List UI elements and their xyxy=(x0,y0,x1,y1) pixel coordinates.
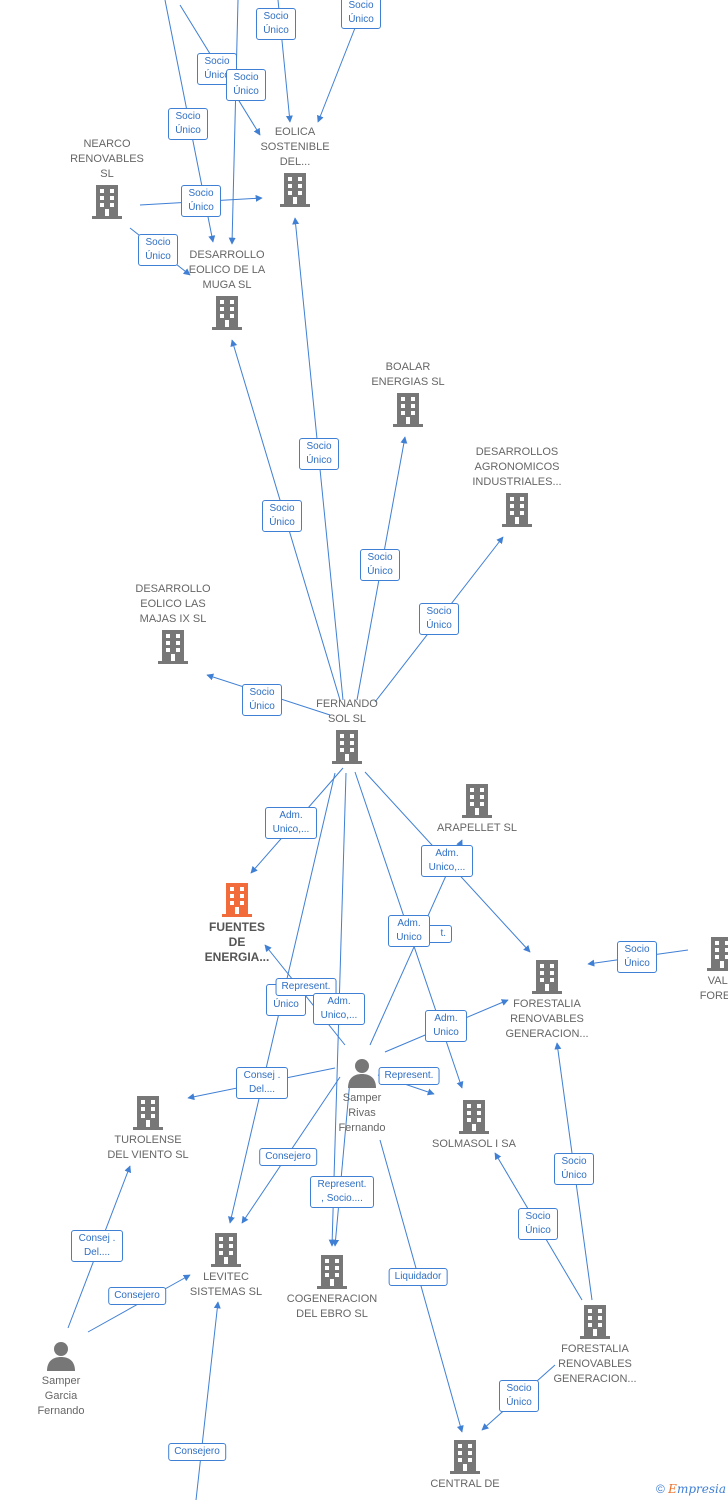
edge-label-adm-unico[interactable]: Adm. Unico,... xyxy=(421,845,473,877)
node-label: CENTRAL DE BIOMASA... xyxy=(430,1478,500,1494)
edge-label-socio-unico[interactable]: Socio Único xyxy=(181,185,221,217)
node-label: DESARROLLOS AGRONOMICOS INDUSTRIALES... xyxy=(472,446,562,488)
node-label: EOLICA SOSTENIBLE DEL... xyxy=(260,126,330,168)
edge-label-socio-unico[interactable]: Socio Único xyxy=(299,438,339,470)
edge-label-socio-unico[interactable]: Socio Único xyxy=(226,69,266,101)
node-label: BOALAR ENERGIAS SL xyxy=(371,361,445,388)
node-samper-rivas[interactable]: Samper Rivas Fernando xyxy=(287,1058,437,1136)
node-boalar[interactable]: BOALAR ENERGIAS SL xyxy=(333,360,483,427)
node-forestalia-1[interactable]: FORESTALIA RENOVABLES GENERACION... xyxy=(472,960,622,1042)
node-arapellet[interactable]: ARAPELLET SL xyxy=(402,784,552,836)
node-label: FUENTES DE ENERGIA... xyxy=(204,920,270,964)
building-icon xyxy=(92,185,122,219)
node-label: FORESTALIA RENOVABLES GENERACION... xyxy=(553,1343,637,1385)
node-forestalia-2[interactable]: FORESTALIA RENOVABLES GENERACION... xyxy=(520,1305,670,1387)
node-desarrollo-muga[interactable]: DESARROLLO EOLICO DE LA MUGA SL xyxy=(152,248,302,330)
node-label: VALO FOREST xyxy=(699,975,728,1002)
node-valo[interactable]: VALO FOREST xyxy=(692,937,728,1004)
node-label: ARAPELLET SL xyxy=(437,822,517,834)
building-icon xyxy=(707,937,728,971)
edge-label-socio-unico[interactable]: Socio Único xyxy=(242,684,282,716)
edge-label-consej-del[interactable]: Consej . Del.... xyxy=(236,1067,288,1099)
edge-label-socio-unico[interactable]: Socio Único xyxy=(499,1380,539,1412)
building-icon xyxy=(393,393,423,427)
edge-label-consejero[interactable]: Consejero xyxy=(259,1148,317,1166)
node-solmasol[interactable]: SOLMASOL I SA xyxy=(399,1100,549,1152)
building-icon xyxy=(459,1100,489,1134)
node-central-biomasa[interactable]: CENTRAL DE BIOMASA... xyxy=(390,1440,540,1494)
edge-label-adm-unico[interactable]: Adm. Unico,... xyxy=(265,807,317,839)
building-icon xyxy=(462,784,492,818)
edge-label-socio-unico[interactable]: Socio Único xyxy=(360,549,400,581)
node-desarrollo-majas[interactable]: DESARROLLO EOLICO LAS MAJAS IX SL xyxy=(98,582,248,664)
building-icon xyxy=(580,1305,610,1339)
node-cogeneracion[interactable]: COGENERACION DEL EBRO SL xyxy=(257,1255,407,1322)
edge-label-socio-unico[interactable]: Socio Único xyxy=(518,1208,558,1240)
building-icon xyxy=(133,1096,163,1130)
brand-name: mpresia xyxy=(676,1482,726,1496)
node-fernando-sol[interactable]: FERNANDO SOL SL xyxy=(272,697,422,764)
edge-label-socio-unico[interactable]: Socio Único xyxy=(262,500,302,532)
building-icon xyxy=(332,730,362,764)
edge-label-represent[interactable]: Represent. xyxy=(378,1067,440,1085)
edge-label-socio-unico[interactable]: Socio Único xyxy=(617,941,657,973)
node-label: NEARCO RENOVABLES SL xyxy=(70,138,144,180)
node-label: FERNANDO SOL SL xyxy=(316,698,378,725)
edge-line-4 xyxy=(317,27,356,123)
node-label: Samper Rivas Fernando xyxy=(338,1092,386,1134)
building-icon xyxy=(502,493,532,527)
edge-label-represent-socio[interactable]: Represent. , Socio.... xyxy=(310,1176,374,1208)
node-desarrollos-agronomicos[interactable]: DESARROLLOS AGRONOMICOS INDUSTRIALES... xyxy=(442,445,592,527)
node-label: FORESTALIA RENOVABLES GENERACION... xyxy=(505,998,589,1040)
brand-initial: E xyxy=(668,1482,677,1496)
edge-label-adm-unico[interactable]: Adm. Unico xyxy=(425,1010,467,1042)
building-icon xyxy=(532,960,562,994)
node-label: LEVITEC SISTEMAS SL xyxy=(189,1271,263,1298)
node-fuentes-energia[interactable]: FUENTES DE ENERGIA... xyxy=(162,883,312,965)
building-icon xyxy=(158,630,188,664)
building-icon xyxy=(317,1255,347,1289)
edge-label-socio-unico[interactable]: Socio Único xyxy=(168,108,208,140)
node-label: COGENERACION DEL EBRO SL xyxy=(286,1293,378,1320)
edge-label-socio-unico[interactable]: Socio Único xyxy=(256,8,296,40)
edge-label-consejero[interactable]: Consejero xyxy=(168,1443,226,1461)
node-eolica-sostenible[interactable]: EOLICA SOSTENIBLE DEL... xyxy=(220,125,370,207)
edge-label-consejero[interactable]: Consejero xyxy=(108,1287,166,1305)
node-turolense[interactable]: TUROLENSE DEL VIENTO SL xyxy=(73,1096,223,1163)
copyright-symbol: © xyxy=(655,1482,665,1496)
edge-line-23 xyxy=(379,1139,464,1433)
edge-label-adm-unico[interactable]: Adm. Unico xyxy=(388,915,430,947)
node-samper-garcia[interactable]: Samper Garcia Fernando xyxy=(0,1341,136,1419)
node-label: DESARROLLO EOLICO DE LA MUGA SL xyxy=(188,249,266,291)
edge-line-22 xyxy=(332,1079,351,1247)
person-icon xyxy=(348,1059,376,1088)
node-label: DESARROLLO EOLICO LAS MAJAS IX SL xyxy=(135,583,211,625)
edge-line-2 xyxy=(228,0,239,245)
building-icon xyxy=(450,1440,480,1474)
copyright-mark: © Empresia xyxy=(656,1482,726,1496)
node-nearco[interactable]: NEARCO RENOVABLES SL xyxy=(32,137,182,219)
edge-label-socio-unico[interactable]: Socio Único xyxy=(138,234,178,266)
edge-label-liquidador[interactable]: Liquidador xyxy=(388,1268,448,1286)
building-icon xyxy=(211,1233,241,1267)
building-icon xyxy=(212,296,242,330)
edge-label-socio-unico[interactable]: Socio Único xyxy=(341,0,381,29)
person-icon xyxy=(47,1342,75,1371)
edge-label-adm-unico[interactable]: Adm. Unico,... xyxy=(313,993,365,1025)
edge-label-represent[interactable]: Represent. xyxy=(275,978,337,996)
edge-label-consej-del[interactable]: Consej . Del.... xyxy=(71,1230,123,1262)
edge-line-31 xyxy=(195,1301,221,1500)
edge-label-socio-unico[interactable]: Socio Único xyxy=(554,1153,594,1185)
node-levitec[interactable]: LEVITEC SISTEMAS SL xyxy=(151,1233,301,1300)
building-icon xyxy=(280,173,310,207)
node-label: SOLMASOL I SA xyxy=(432,1138,516,1150)
building-icon-highlighted xyxy=(222,883,252,917)
node-label: Samper Garcia Fernando xyxy=(37,1375,85,1417)
node-label: TUROLENSE DEL VIENTO SL xyxy=(107,1134,189,1161)
edge-label-socio-unico[interactable]: Socio Único xyxy=(419,603,459,635)
